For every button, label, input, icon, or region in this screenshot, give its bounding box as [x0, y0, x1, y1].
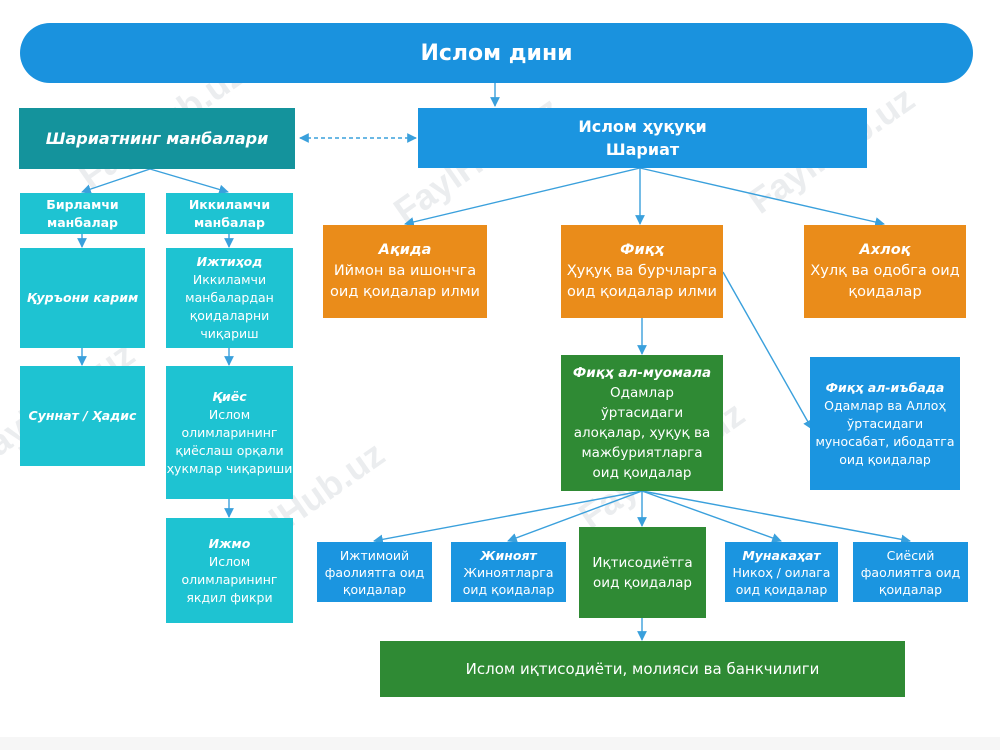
- ibada-name: Фиқҳ ал-иъбада: [825, 379, 945, 395]
- secondary-source-ijtihad: Ижтиҳод Иккиламчи манбалардан қоидаларни…: [166, 248, 293, 348]
- fiqh-desc: Ҳуқуқ ва бурчларга оид қоидалар илми: [566, 263, 718, 300]
- top-title-bar: Ислом дини: [20, 23, 973, 83]
- primary-source-sunnah-label: Суннат / Ҳадис: [28, 408, 137, 423]
- category-social: Ижтимоий фаолиятга оид қоидалар: [317, 542, 432, 602]
- fiqh-al-ibada-box: Фиқҳ ал-иъбада Одамлар ва Аллоҳ ўртасида…: [810, 357, 960, 490]
- ijma-name: Ижмо: [208, 535, 251, 551]
- category-political: Сиёсий фаолиятга оид қоидалар: [853, 542, 968, 602]
- category-marriage-name: Мунакаҳат: [742, 547, 821, 563]
- category-marriage-desc: Никоҳ / оилага оид қоидалар: [732, 564, 831, 597]
- akhlaq-desc: Хулқ ва одобга оид қоидалар: [810, 263, 960, 300]
- ijtihad-name: Ижтиҳод: [196, 254, 263, 269]
- arrow-muamala-to-cat-5: [641, 490, 911, 545]
- secondary-sources-title: Иккиламчи манбалар: [188, 196, 271, 230]
- secondary-source-ijma: Ижмо Ислом олимларининг якдил фикри: [166, 518, 293, 623]
- qiyas-desc: Ислом олимларининг қиёслаш орқали ҳукмла…: [166, 406, 293, 476]
- branch-akhlaq: Ахлоқ Хулқ ва одобга оид қоидалар: [804, 225, 966, 318]
- arrow-muamala-to-cat-2: [507, 490, 643, 543]
- arrow-law-to-aqida: [404, 167, 641, 227]
- arrow-sources-to-secondary: [149, 168, 229, 195]
- category-criminal-desc: Жиноятларга оид қоидалар: [462, 564, 555, 597]
- islamic-law-box: Ислом ҳуқуқи Шариат: [418, 108, 867, 168]
- secondary-source-qiyas: Қиёс Ислом олимларининг қиёслаш орқали ҳ…: [166, 366, 293, 499]
- arrow-muamala-to-cat-4: [641, 490, 782, 543]
- category-social-desc: Ижтимоий фаолиятга оид қоидалар: [324, 547, 425, 597]
- primary-sources-title: Бирламчи манбалар: [46, 196, 119, 230]
- aqida-name: Ақида: [378, 242, 432, 258]
- bottom-strip: [0, 737, 1000, 750]
- category-marriage: Мунакаҳат Никоҳ / оилага оид қоидалар: [725, 542, 838, 602]
- muamala-name: Фиқҳ ал-муомала: [572, 365, 712, 381]
- primary-sources-header: Бирламчи манбалар: [20, 193, 145, 234]
- category-criminal-name: Жиноят: [480, 547, 537, 563]
- fiqh-name: Фиқҳ: [620, 242, 664, 258]
- secondary-sources-header: Иккиламчи манбалар: [166, 193, 293, 234]
- arrow-fiqh-to-ibada: [722, 271, 813, 430]
- sources-header-box: Шариатнинг манбалари: [19, 108, 295, 169]
- ijtihad-desc: Иккиламчи манбалардан қоидаларни чиқариш: [185, 272, 274, 341]
- top-title: Ислом дини: [420, 40, 573, 66]
- arrow-muamala-to-cat-1: [373, 490, 643, 545]
- ijma-desc: Ислом олимларининг якдил фикри: [181, 553, 278, 605]
- arrow-law-to-akhlaq: [639, 167, 885, 227]
- sources-header-title: Шариатнинг манбалари: [45, 129, 269, 148]
- category-political-desc: Сиёсий фаолиятга оид қоидалар: [860, 547, 961, 597]
- aqida-desc: Иймон ва ишончга оид қоидалар илми: [330, 263, 480, 300]
- ibada-desc: Одамлар ва Аллоҳ ўртасидаги муносабат, и…: [815, 397, 955, 467]
- branch-fiqh: Фиқҳ Ҳуқуқ ва бурчларга оид қоидалар илм…: [561, 225, 723, 318]
- islamic-economy-box: Ислом иқтисодиёти, молияси ва банкчилиги: [380, 641, 905, 697]
- category-criminal: Жиноят Жиноятларга оид қоидалар: [451, 542, 566, 602]
- muamala-desc: Одамлар ўртасидаги алоқалар, ҳуқуқ ва ма…: [573, 385, 711, 481]
- fiqh-al-muamala-box: Фиқҳ ал-муомала Одамлар ўртасидаги алоқа…: [561, 355, 723, 491]
- islamic-law-line1: Ислом ҳуқуқи: [578, 117, 707, 136]
- islamic-law-line2: Шариат: [605, 140, 680, 159]
- islamic-economy-title: Ислом иқтисодиёти, молияси ва банкчилиги: [465, 660, 820, 678]
- category-economic: Иқтисодиётга оид қоидалар: [579, 527, 706, 618]
- primary-source-quran-label: Қуръони карим: [26, 290, 139, 305]
- primary-source-quran: Қуръони карим: [20, 248, 145, 348]
- qiyas-name: Қиёс: [212, 388, 247, 404]
- arrow-sources-to-primary: [81, 168, 151, 194]
- category-economic-desc: Иқтисодиётга оид қоидалар: [592, 554, 693, 591]
- branch-aqida: Ақида Иймон ва ишончга оид қоидалар илми: [323, 225, 487, 318]
- akhlaq-name: Ахлоқ: [859, 242, 911, 258]
- primary-source-sunnah: Суннат / Ҳадис: [20, 366, 145, 466]
